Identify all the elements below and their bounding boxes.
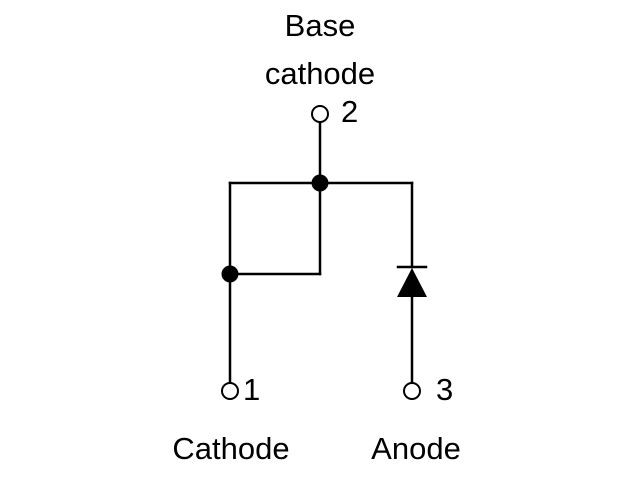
anode-label: Anode: [371, 431, 461, 466]
junction-dot-top: [311, 174, 329, 192]
cathode-label: Cathode: [172, 431, 290, 466]
pin-2-number: 2: [341, 94, 359, 129]
terminal-pin2: [311, 105, 329, 123]
base-cathode-label-line2: cathode: [264, 56, 376, 91]
terminal-pin3: [403, 382, 421, 400]
pin-1-number: 1: [243, 372, 261, 407]
pin-3-number: 3: [436, 372, 454, 407]
terminal-pin1: [221, 382, 239, 400]
base-cathode-label-line1: Base: [284, 8, 356, 43]
junction-dot-left: [221, 265, 239, 283]
diode-triangle: [397, 268, 427, 297]
